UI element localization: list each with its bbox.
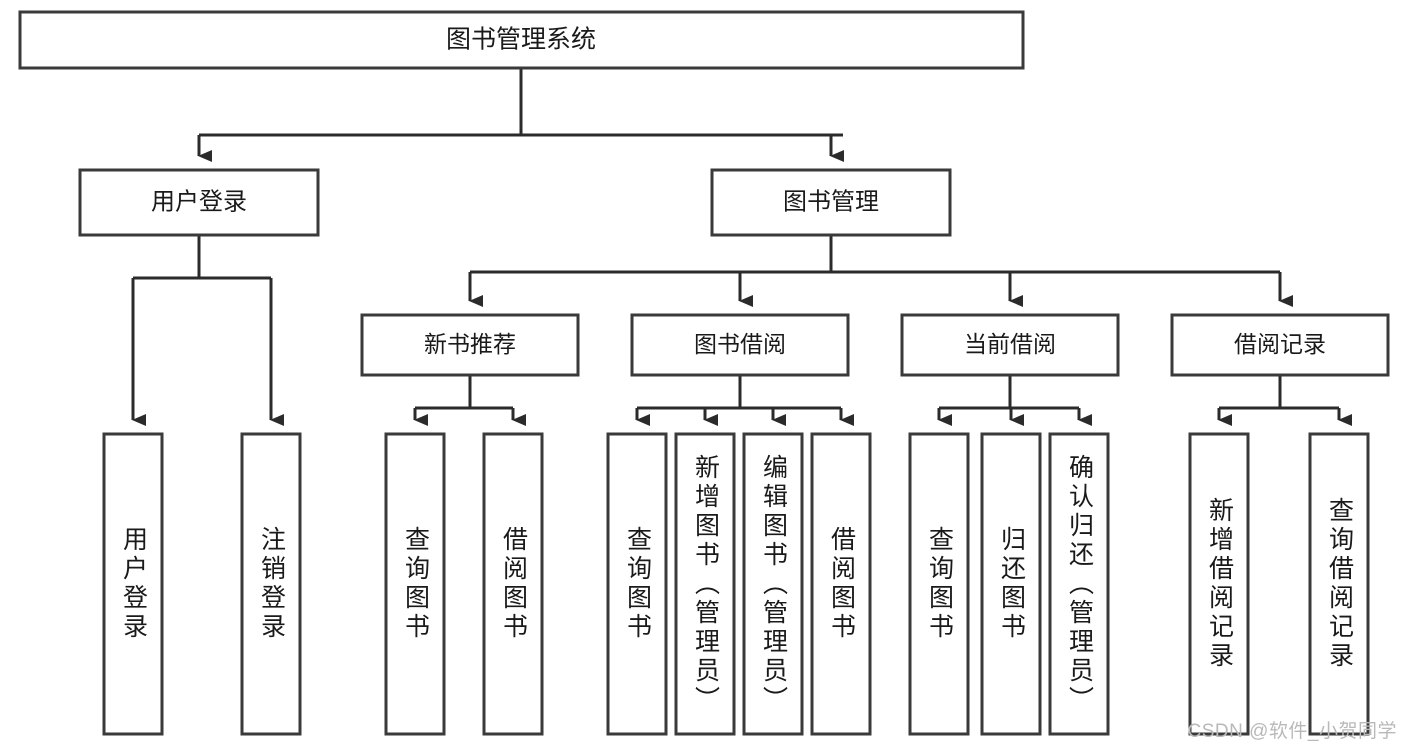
node-book-borrow[interactable]: 图书借阅 (630, 313, 850, 377)
node-root-label: 图书管理系统 (446, 26, 596, 54)
node-new-book-rec-label: 新书推荐 (424, 331, 516, 357)
node-borrow-record-box[interactable] (1170, 313, 1390, 377)
node-leaf-borrow-book-1-box[interactable] (482, 432, 544, 736)
node-leaf-query-record-box[interactable] (1308, 432, 1370, 736)
node-root-box[interactable] (18, 10, 1025, 70)
node-leaf-query-book-2-box[interactable] (606, 432, 668, 736)
node-leaf-query-book-1-box[interactable] (384, 432, 446, 736)
node-current-borrow[interactable]: 当前借阅 (900, 313, 1120, 377)
node-leaf-edit-book-box[interactable] (742, 432, 804, 736)
node-new-book-rec[interactable]: 新书推荐 (360, 313, 580, 377)
node-user-login[interactable]: 用户登录 (78, 168, 320, 237)
nodes-layer: 图书管理系统 用户登录 图书管理 新书推荐 图书借阅 当前 (18, 10, 1390, 736)
node-current-borrow-box[interactable] (900, 313, 1120, 377)
leaf-boxes-layer (102, 432, 1370, 736)
node-borrow-record[interactable]: 借阅记录 (1170, 313, 1390, 377)
csdn-watermark: CSDN @软件_小贺同学 (1187, 721, 1397, 742)
edges-layer (131, 68, 1352, 426)
node-book-manage-label: 图书管理 (783, 188, 879, 215)
node-new-book-rec-box[interactable] (360, 313, 580, 377)
node-book-borrow-box[interactable] (630, 313, 850, 377)
node-root[interactable]: 图书管理系统 (18, 10, 1025, 70)
node-book-borrow-label: 图书借阅 (694, 331, 786, 357)
node-leaf-add-book-box[interactable] (674, 432, 736, 736)
node-borrow-record-label: 借阅记录 (1234, 331, 1326, 357)
node-leaf-logout-box[interactable] (240, 432, 302, 736)
node-book-manage[interactable]: 图书管理 (710, 168, 952, 237)
node-user-login-label: 用户登录 (151, 188, 247, 215)
node-book-manage-box[interactable] (710, 168, 952, 237)
node-leaf-user-login-box[interactable] (102, 432, 164, 736)
node-current-borrow-label: 当前借阅 (964, 331, 1056, 357)
node-leaf-add-record-box[interactable] (1188, 432, 1250, 736)
node-leaf-query-book-3-box[interactable] (908, 432, 970, 736)
node-leaf-confirm-return-box[interactable] (1048, 432, 1110, 736)
node-user-login-box[interactable] (78, 168, 320, 237)
node-leaf-return-book-box[interactable] (980, 432, 1042, 736)
node-leaf-borrow-book-2-box[interactable] (810, 432, 872, 736)
